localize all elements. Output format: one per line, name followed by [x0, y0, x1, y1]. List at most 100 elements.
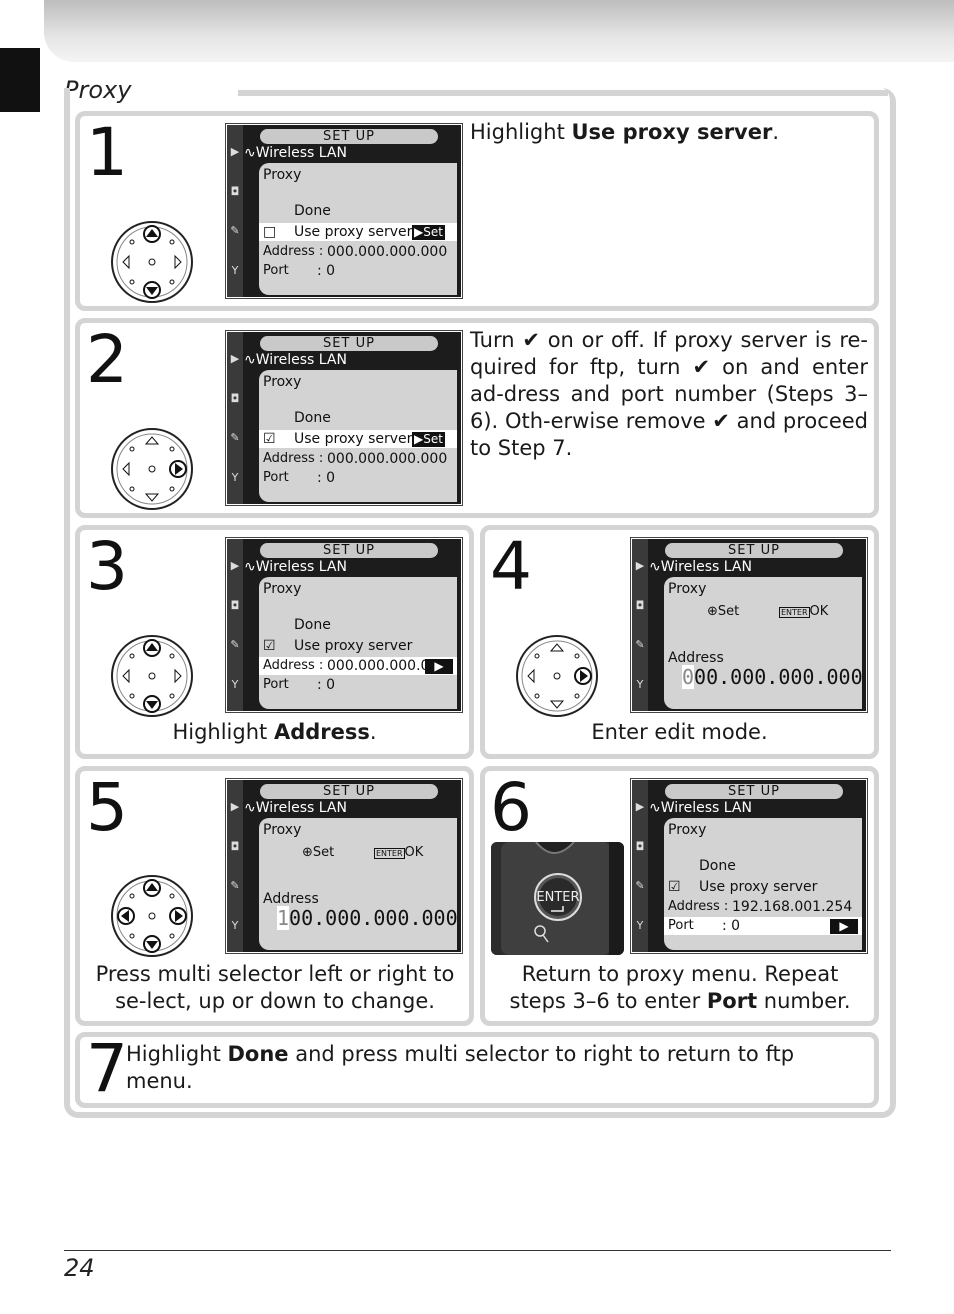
address-label: Address :: [263, 658, 324, 673]
pencil-icon: ✎: [230, 638, 240, 651]
pencil-icon: ✎: [230, 224, 240, 237]
wrench-icon: Y: [636, 919, 644, 932]
multi-selector-right-icon: [111, 428, 193, 510]
port-value[interactable]: : 0: [317, 263, 336, 279]
step-6-text: Return to proxy menu. Repeat steps 3–6 t…: [509, 962, 851, 1013]
wrench-icon: Y: [231, 264, 239, 277]
port-value[interactable]: : 0: [317, 677, 336, 693]
port-value[interactable]: : 0: [722, 918, 741, 934]
wrench-icon: Y: [231, 919, 239, 932]
camera-screen-1: ▶ ◘ ✎ Y SET UP ∿Wireless LAN Proxy Done …: [225, 123, 463, 299]
set-hint: ⊕Set: [707, 604, 740, 619]
checkbox[interactable]: ☑: [668, 879, 681, 895]
play-icon: ▶: [635, 800, 645, 813]
set-arrow: ▶Set: [412, 432, 445, 447]
wlan-title: ∿Wireless LAN: [244, 145, 347, 161]
multi-selector-up-down-icon: [111, 221, 193, 303]
port-label: Port: [263, 263, 289, 278]
step-1-panel: [75, 111, 879, 311]
menu-proxy: Proxy: [668, 581, 707, 597]
camera-icon: ◘: [230, 840, 240, 853]
menu-use-proxy[interactable]: Use proxy server: [294, 431, 413, 447]
camera-icon: ◘: [635, 840, 645, 853]
outer-frame: [64, 88, 896, 1118]
address-edit-value[interactable]: 000.000.000.000: [682, 665, 863, 689]
address-value[interactable]: 000.000.000.000: [327, 244, 448, 260]
menu-done[interactable]: Done: [294, 617, 331, 633]
play-icon: ▶: [230, 145, 240, 158]
step-4-text: Enter edit mode.: [591, 720, 768, 744]
enter-icon: ENTER: [779, 607, 810, 618]
port-label: Port: [263, 470, 289, 485]
menu-done[interactable]: Done: [699, 858, 736, 874]
menu-done[interactable]: Done: [294, 410, 331, 426]
edit-cursor: 0: [682, 665, 695, 689]
menu-use-proxy[interactable]: Use proxy server: [294, 638, 413, 654]
screen-header: SET UP: [260, 129, 438, 144]
enter-label: ENTER: [536, 890, 579, 905]
multi-selector-icon: ⊕: [707, 604, 718, 619]
step-1-text: Highlight Use proxy server.: [470, 120, 780, 144]
address-label: Address :: [668, 899, 729, 914]
camera-icon: ◘: [635, 599, 645, 612]
footer-rule: [64, 1250, 891, 1251]
checkbox[interactable]: □: [263, 224, 277, 240]
camera-screen-3: ▶ ◘ ✎ Y SET UP ∿Wireless LAN Proxy Done …: [225, 537, 463, 713]
camera-screen-2: ▶ ◘ ✎ Y SET UP ∿Wireless LAN Proxy Done …: [225, 330, 463, 506]
checkbox[interactable]: ☑: [263, 638, 276, 654]
page-number: 24: [64, 1254, 95, 1282]
screen-header: SET UP: [260, 543, 438, 558]
right-arrow: ▶: [830, 919, 858, 934]
wlan-title: ∿Wireless LAN: [649, 559, 752, 575]
checkbox[interactable]: ☑: [263, 431, 276, 447]
address-value[interactable]: 000.000.000.0: [327, 658, 430, 674]
camera-icon: ◘: [230, 599, 240, 612]
wlan-title: ∿Wireless LAN: [244, 352, 347, 368]
address-label: Address :: [263, 244, 324, 259]
pencil-icon: ✎: [635, 879, 645, 892]
camera-screen-5: ▶ ◘ ✎ Y SET UP ∿Wireless LAN Proxy ⊕Set …: [225, 778, 463, 954]
wrench-icon: Y: [636, 678, 644, 691]
menu-use-proxy[interactable]: Use proxy server: [699, 879, 818, 895]
set-hint: ⊕Set: [302, 845, 335, 860]
address-label: Address: [668, 650, 724, 666]
address-value[interactable]: 000.000.000.000: [327, 451, 448, 467]
wlan-title: ∿Wireless LAN: [244, 800, 347, 816]
port-label: Port: [263, 677, 289, 692]
step-2-panel: [75, 318, 879, 518]
step-4-number: 4: [490, 528, 532, 605]
enter-button-photo: ENTER: [491, 842, 624, 955]
play-icon: ▶: [230, 559, 240, 572]
screen-header: SET UP: [260, 784, 438, 799]
camera-screen-6: ▶ ◘ ✎ Y SET UP ∿Wireless LAN Proxy Done …: [630, 778, 868, 954]
camera-screen-4: ▶ ◘ ✎ Y SET UP ∿Wireless LAN Proxy ⊕Set …: [630, 537, 868, 713]
multi-selector-all-directions-icon: [111, 875, 193, 957]
play-icon: ▶: [230, 352, 240, 365]
play-icon: ▶: [230, 800, 240, 813]
menu-done[interactable]: Done: [294, 203, 331, 219]
address-edit-value[interactable]: 100.000.000.000: [277, 906, 458, 930]
enter-icon: ENTER: [374, 848, 405, 859]
address-label: Address :: [263, 451, 324, 466]
step-1-number: 1: [86, 114, 128, 191]
port-label: Port: [668, 918, 694, 933]
camera-icon: ◘: [230, 185, 240, 198]
wrench-icon: Y: [231, 471, 239, 484]
step-3-number: 3: [86, 528, 128, 605]
address-value[interactable]: 192.168.001.254: [732, 899, 853, 915]
play-icon: ▶: [635, 559, 645, 572]
menu-proxy: Proxy: [263, 374, 302, 390]
pencil-icon: ✎: [635, 638, 645, 651]
step-2-text: Turn ✔ on or off. If proxy server is re-…: [470, 328, 868, 460]
wrench-icon: Y: [231, 678, 239, 691]
address-label: Address: [263, 891, 319, 907]
menu-proxy: Proxy: [263, 167, 302, 183]
edit-cursor: 1: [277, 906, 290, 930]
menu-proxy: Proxy: [263, 822, 302, 838]
multi-selector-right-icon: [516, 635, 598, 717]
menu-use-proxy[interactable]: Use proxy server: [294, 224, 413, 240]
step-5-number: 5: [86, 769, 128, 846]
port-value[interactable]: : 0: [317, 470, 336, 486]
